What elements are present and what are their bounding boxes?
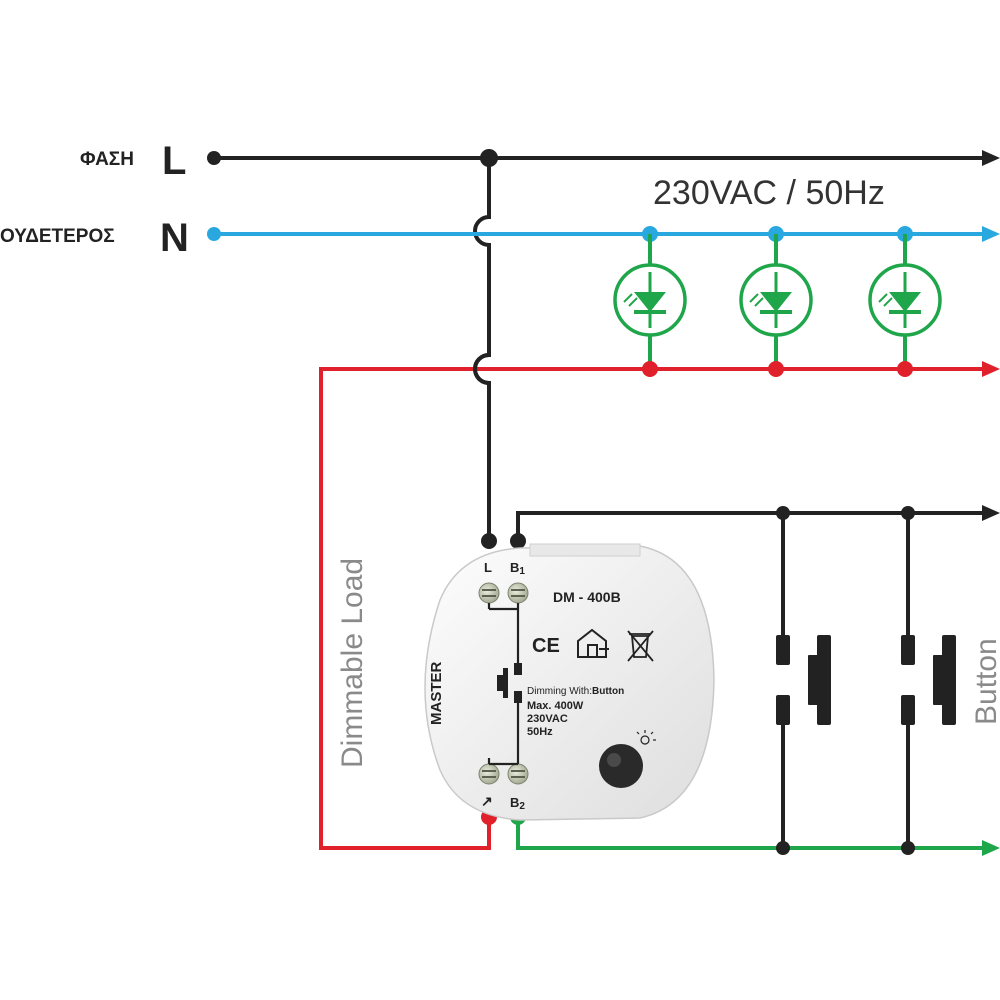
spec-power-label: Max. 400W [527,700,584,712]
supply-rating-label: 230VAC / 50Hz [653,174,885,212]
phase-letter-label: L [162,139,186,183]
brand-label: MASTER [428,662,445,726]
push-button-icon [497,663,522,703]
spec-voltage-label: 230VAC [527,713,568,725]
terminal-screw-load [478,763,500,785]
model-label: DM - 400B [553,589,621,605]
load-line [319,367,985,850]
phase-arrow [982,150,1000,166]
led-lamp-icon [868,234,942,369]
button-feed-junction [901,506,915,520]
led-lamp-icon [739,234,813,369]
load-junction-dot [768,361,784,377]
neutral-letter-label: N [160,216,189,260]
b1-terminal-dot [510,533,526,549]
phase-terminal-dot [207,151,221,165]
dimmer-symbol-icon: ↗ [481,793,493,809]
weee-bin-icon [627,630,654,662]
button-feed-line [516,511,985,848]
button-feed-junction [776,506,790,520]
button-return-arrow [982,840,1000,856]
ce-mark-icon: CE [532,635,560,657]
l-terminal-dot [481,533,497,549]
neutral-name-label: ΟΥΔΕΤΕΡΟΣ [0,226,115,247]
button-return-junction [776,841,790,855]
button-return-line [516,818,985,850]
neutral-terminal-dot [207,227,221,241]
load-arrow [982,361,1000,377]
load-junction-dot [642,361,658,377]
terminal-screw-b1 [507,582,529,604]
neutral-arrow [982,226,1000,242]
dimmable-load-label: Dimmable Load [336,558,369,768]
dimmer-device: L B1 B2 ↗ MASTER DM - 400B CE [424,543,715,821]
push-button-icon [901,635,956,725]
push-button-icon [776,635,831,725]
terminal-screw-l [478,582,500,604]
load-junction-dot [897,361,913,377]
terminal-screw-b2 [507,763,529,785]
terminal-l-label: L [484,560,492,575]
phase-junction-dot [480,149,498,167]
button-feed-arrow [982,505,1000,521]
indoor-use-icon [577,628,609,658]
dimming-with-label: Dimming With:Button [527,686,624,697]
internal-schematic [487,603,520,766]
button-label: Button [970,638,1000,725]
phase-name-label: ΦΑΣΗ [80,149,134,170]
knob-icon [599,730,656,788]
led-lamp-icon [613,234,687,369]
button-return-junction [901,841,915,855]
spec-freq-label: 50Hz [527,726,553,738]
phase-line [214,156,985,540]
